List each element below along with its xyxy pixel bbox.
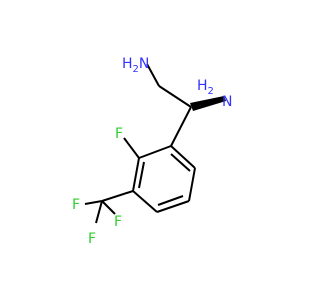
atom-label-f-cf3-left: F xyxy=(72,197,80,213)
bond-cf3-f-right xyxy=(101,200,116,215)
nh2-stereo-h: H xyxy=(197,78,208,94)
nh2-top-h: H xyxy=(122,56,133,72)
atom-label-f-cf3-right: F xyxy=(114,214,122,230)
bond-ring-f xyxy=(123,137,140,159)
ring-inner-double-3 xyxy=(138,161,145,189)
ring-inner-double-1 xyxy=(170,153,191,172)
bond-cf3-f-bottom xyxy=(95,200,103,224)
ring-inner-double-2 xyxy=(157,195,184,206)
atom-label-f-ring: F xyxy=(115,126,123,142)
atom-label-nh2-stereo: H2 xyxy=(197,78,214,97)
ring-bond-1 xyxy=(170,145,196,169)
bond-cf3-f-left xyxy=(84,200,103,205)
nh2-stereo-h-count: 2 xyxy=(208,86,214,97)
atom-label-f-cf3-bottom: F xyxy=(88,231,96,247)
atom-label-nh2-stereo-n: N xyxy=(222,94,232,110)
atom-label-nh2-top: H2N xyxy=(122,56,149,75)
nh2-top-n: N xyxy=(139,56,149,72)
ring-bond-2 xyxy=(188,167,196,202)
stereo-wedge-bond xyxy=(190,96,226,111)
ring-bond-5 xyxy=(132,157,140,192)
ring-bond-6 xyxy=(138,145,172,159)
nh2-top-h-count: 2 xyxy=(133,64,139,75)
bond-cstereo-ring xyxy=(170,106,192,147)
ring-bond-3 xyxy=(156,200,190,213)
bond-n-ch2 xyxy=(146,63,160,87)
bond-ch2-cstereo xyxy=(158,85,192,108)
molecule-structure: H2N H2 N F F F F xyxy=(72,56,232,247)
bond-ring-cf3 xyxy=(101,190,134,202)
ring-bond-4 xyxy=(132,190,158,213)
